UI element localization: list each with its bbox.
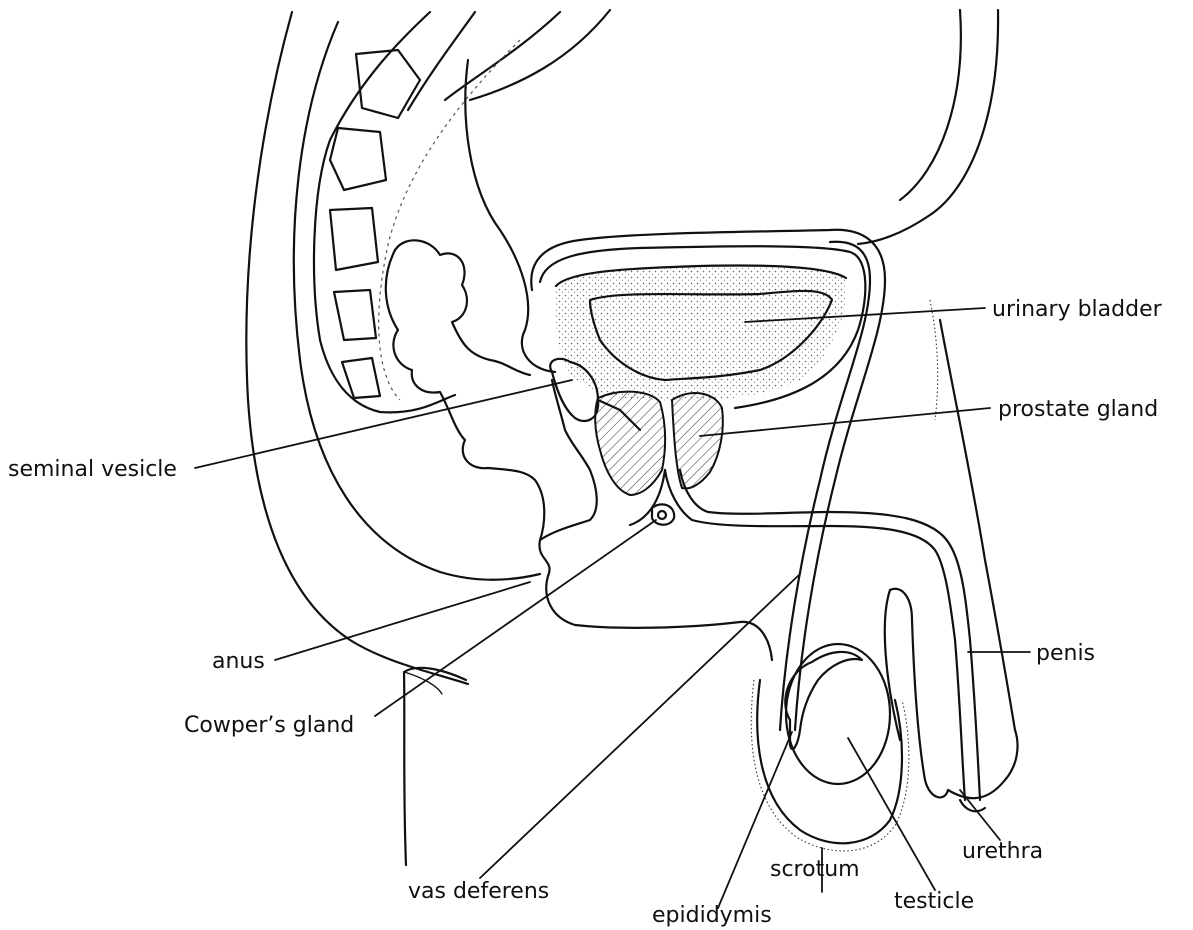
label-epididymis: epididymis [652,903,772,928]
label-urinary-bladder: urinary bladder [992,297,1163,322]
leader-cowpers-gland [375,520,656,716]
leader-prostate-gland [700,408,990,436]
label-vas-deferens: vas deferens [408,879,549,904]
leader-anus [275,582,530,660]
label-urethra: urethra [962,839,1043,864]
labels: urinary bladder prostate gland seminal v… [8,297,1163,928]
leader-seminal-vesicle [195,380,572,468]
label-cowpers-gland: Cowper’s gland [184,713,354,738]
label-anus: anus [212,649,265,674]
label-scrotum: scrotum [770,857,860,882]
urinary-bladder-drawing [540,246,865,408]
penis-drawing [885,589,1018,812]
label-prostate-gland: prostate gland [998,397,1158,422]
leader-vas-deferens [480,574,800,878]
label-testicle: testicle [894,889,974,914]
label-seminal-vesicle: seminal vesicle [8,457,177,482]
label-penis: penis [1036,641,1095,666]
